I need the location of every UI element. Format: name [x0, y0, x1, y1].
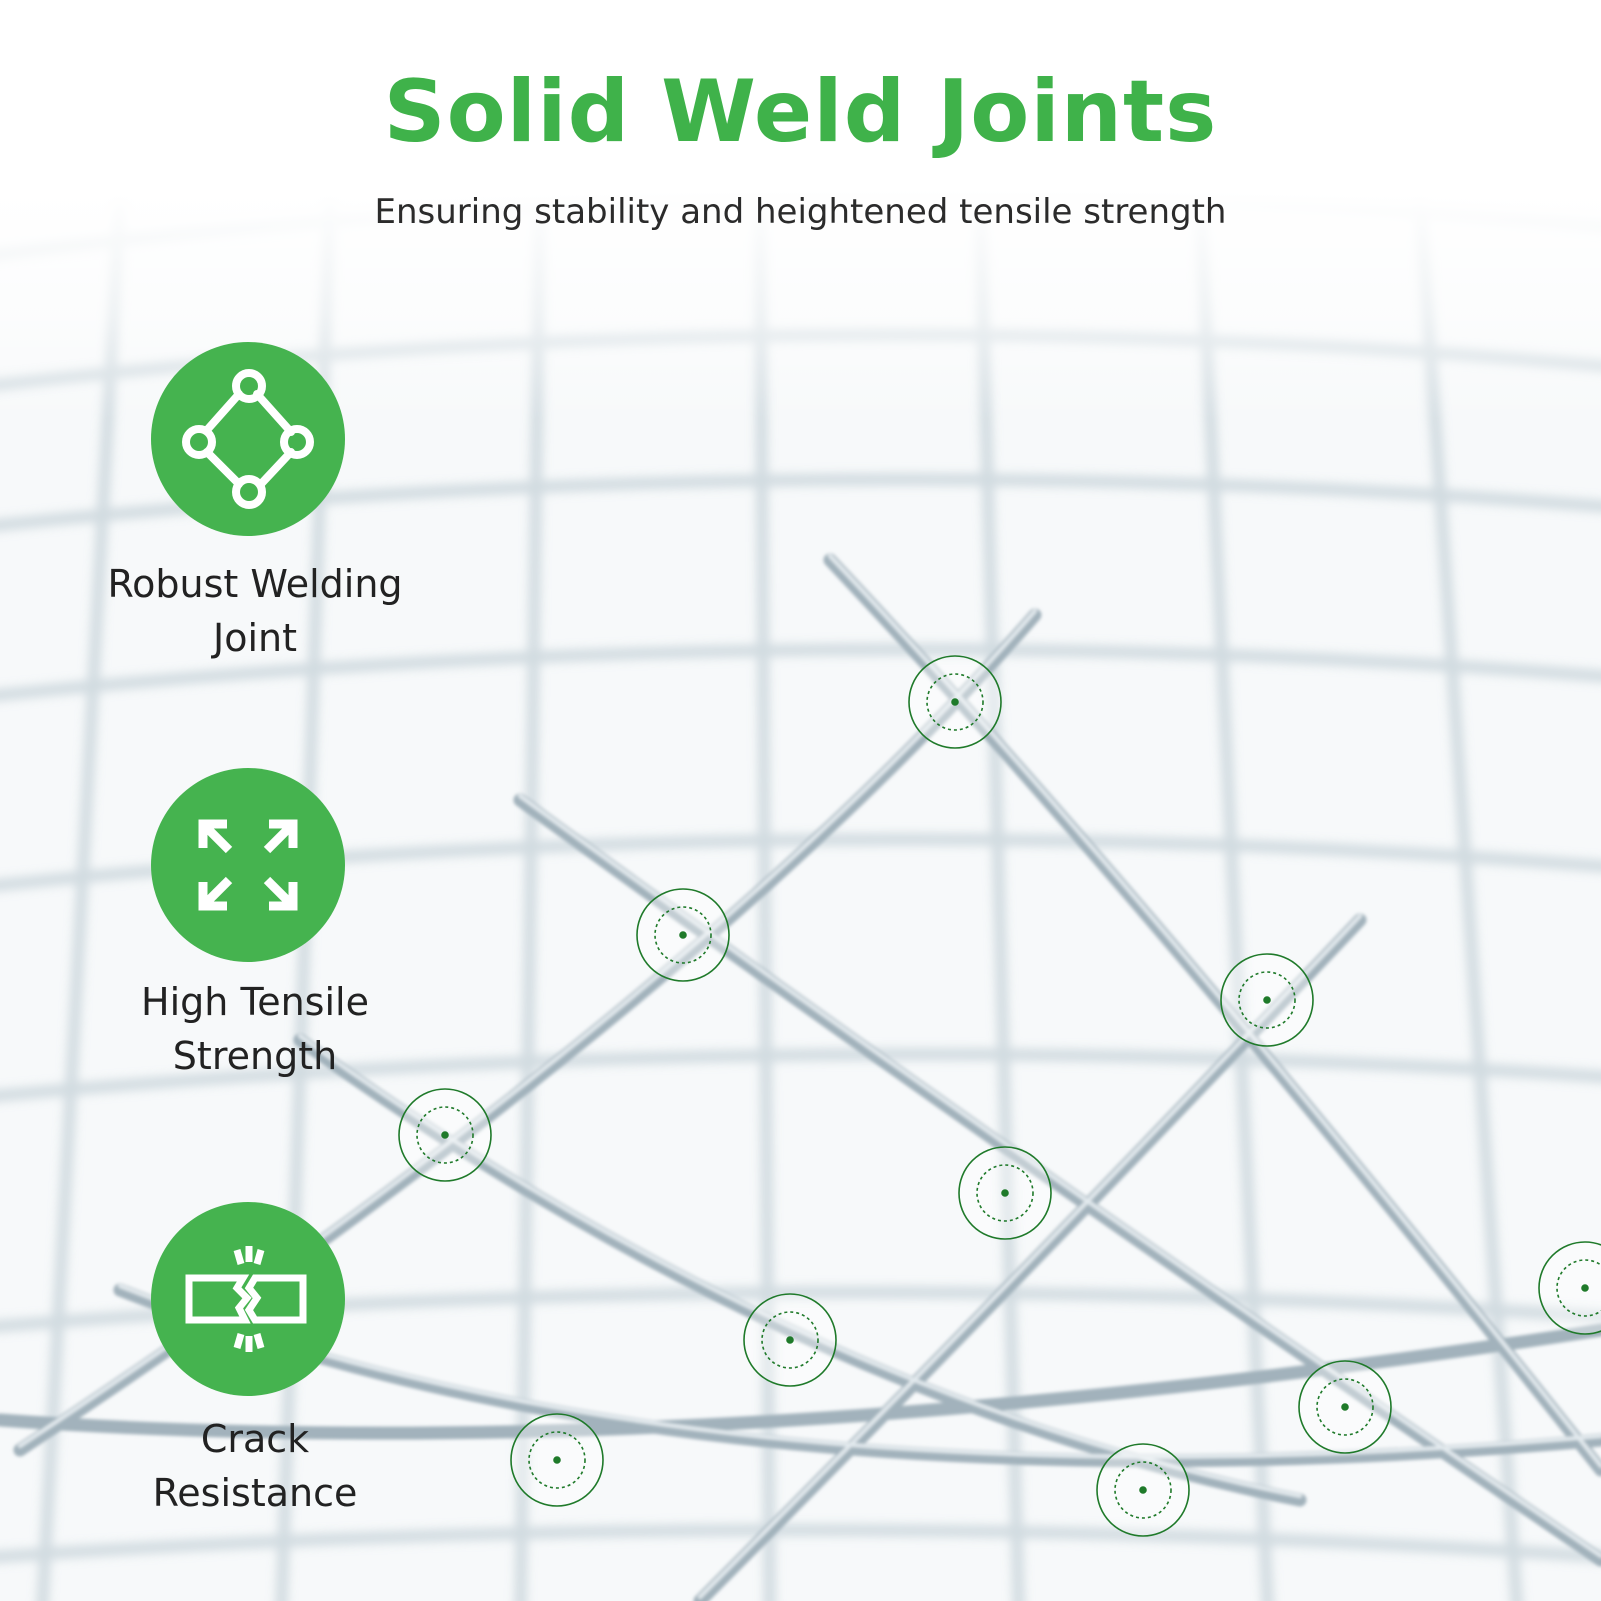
weld-joint-icon: [182, 369, 314, 509]
feature-label-line2: Strength: [172, 1034, 338, 1078]
feature-badge: [151, 1202, 345, 1396]
crack-resistance-icon: [185, 1246, 307, 1352]
feature-label-line2: Resistance: [152, 1471, 358, 1515]
weld-markers: [398, 655, 1601, 1537]
feature-crack-resistance: Crack Resistance: [60, 1202, 450, 1522]
expand-arrows-icon: [198, 819, 298, 911]
feature-label: Crack Resistance: [60, 1412, 450, 1520]
feature-high-tensile: High Tensile Strength: [60, 768, 450, 1088]
feature-label-line1: Crack: [200, 1417, 310, 1461]
feature-badge: [151, 768, 345, 962]
feature-label-line1: High Tensile: [141, 980, 369, 1024]
page-subtitle: Ensuring stability and heightened tensil…: [374, 192, 1227, 232]
feature-label: Robust Welding Joint: [60, 557, 450, 665]
feature-robust-welding: Robust Welding Joint: [60, 342, 450, 662]
feature-label-line1: Robust Welding: [107, 562, 403, 606]
feature-label: High Tensile Strength: [60, 975, 450, 1083]
feature-label-line2: Joint: [213, 616, 297, 660]
page-title: Solid Weld Joints: [383, 62, 1218, 162]
feature-badge: [151, 342, 345, 536]
